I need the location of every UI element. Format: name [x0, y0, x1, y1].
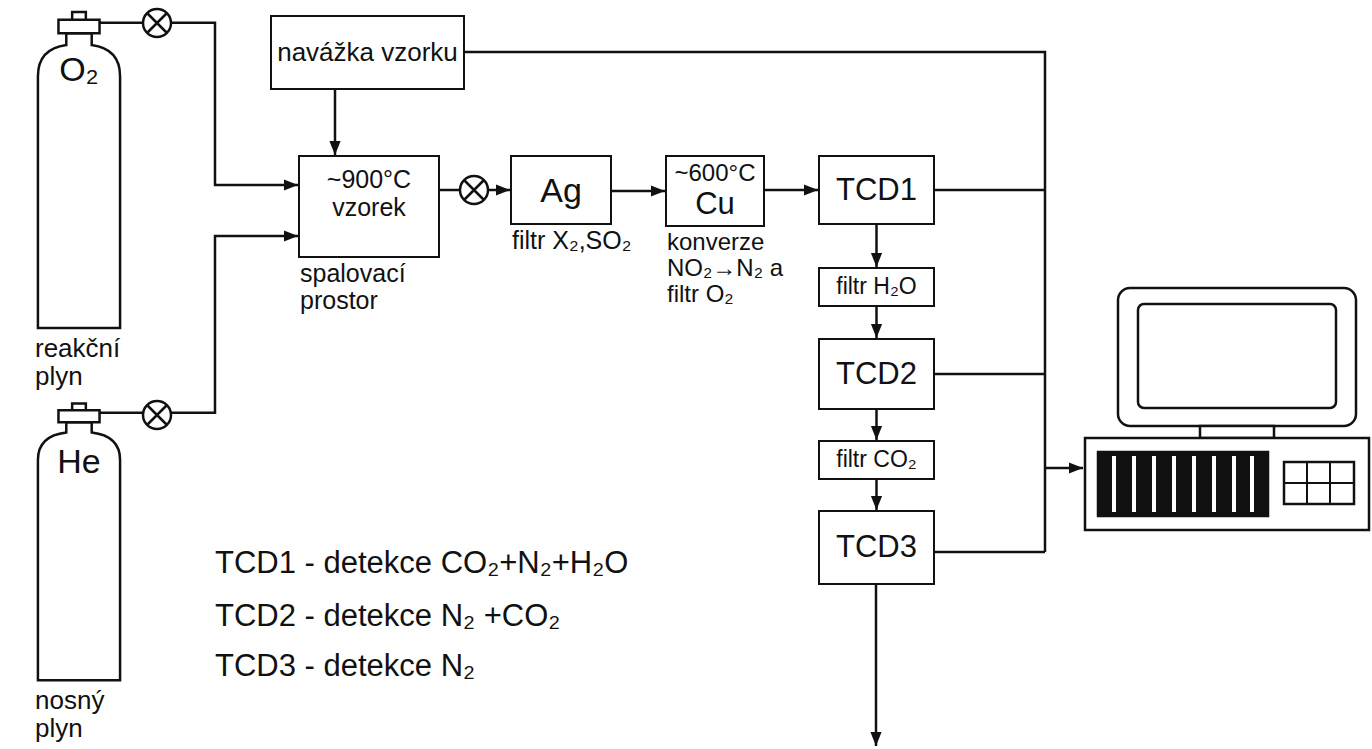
flow-arrow [765, 189, 818, 192]
signal-wire [935, 189, 1045, 192]
filter-box: filtr H₂O [818, 267, 935, 307]
filter-box: filtr CO₂ [818, 440, 935, 480]
caption-text: konverze NO₂→N₂ a filtr O₂ [667, 229, 799, 307]
flow-arrow [100, 23, 298, 185]
exhaust-arrow [875, 585, 878, 746]
detector-note: TCD1 - detekce CO₂+N₂+H₂O [215, 545, 628, 581]
sample-box: navážka vzorku [270, 15, 465, 90]
detector-note: TCD3 - detekce N₂ [215, 648, 475, 684]
caption-text: spalovací prostor [300, 260, 450, 314]
node-body: O₂ [35, 8, 123, 330]
reduction-box: ~600°CCukonverze NO₂→N₂ a filtr O₂ [665, 155, 765, 227]
node-body: Ag [512, 157, 610, 223]
caption-text: nosný plyn [35, 686, 147, 742]
gas-cylinder: Henosný plyn [35, 400, 123, 682]
node-label: filtr CO₂ [836, 447, 916, 473]
node-label: filtr H₂O [836, 274, 916, 300]
node-label: O₂ [59, 50, 99, 88]
node-caption: filtr X₂,SO₂ [512, 227, 637, 254]
filter-box: Agfiltr X₂,SO₂ [510, 155, 612, 225]
node-body: TCD3 [820, 512, 933, 583]
node-caption: nosný plyn [35, 686, 147, 742]
node-caption: reakční plyn [35, 334, 147, 390]
node-label: Cu [695, 187, 735, 222]
node-label: TCD2 [836, 357, 917, 392]
detector-box: TCD2 [818, 338, 935, 410]
flow-arrow [875, 480, 878, 510]
detector-box: TCD3 [818, 510, 935, 585]
valve-symbol [460, 176, 488, 204]
node-body: TCD1 [820, 157, 933, 223]
flow-arrow [875, 410, 878, 440]
signal-wire [935, 373, 1045, 376]
node-label: TCD1 [836, 173, 917, 208]
caption-text: reakční plyn [35, 334, 147, 390]
flow-arrow [100, 236, 298, 413]
node-label: ~900°C [327, 165, 411, 193]
computer-icon [1085, 288, 1369, 530]
gas-cylinder: O₂reakční plyn [35, 8, 123, 330]
node-body: filtr H₂O [820, 269, 933, 305]
node-caption: konverze NO₂→N₂ a filtr O₂ [667, 229, 799, 307]
node-label: vzorek [332, 193, 406, 221]
node-label: He [57, 442, 100, 480]
signal-wire [395, 52, 1045, 552]
node-body: ~600°CCu [667, 157, 763, 225]
flow-arrow [612, 190, 665, 193]
node-caption: spalovací prostor [300, 260, 450, 314]
node-body: He [35, 400, 123, 682]
node-body: navážka vzorku [272, 17, 463, 88]
node-label: navážka vzorku [277, 38, 458, 67]
node-label: Ag [540, 171, 582, 209]
detector-box: TCD1 [818, 155, 935, 225]
caption-text: filtr X₂,SO₂ [512, 227, 637, 254]
detector-note: TCD2 - detekce N₂ +CO₂ [215, 598, 560, 634]
flow-arrow [875, 307, 878, 338]
node-body: filtr CO₂ [820, 442, 933, 478]
valve-symbol [143, 401, 171, 429]
signal-arrow [1045, 467, 1083, 470]
node-label: ~600°C [675, 160, 756, 187]
node-body: ~900°Cvzorek [300, 157, 438, 256]
signal-wire [935, 551, 1045, 554]
flow-arrow [875, 225, 878, 267]
node-label: TCD3 [836, 530, 917, 565]
flow-arrow [334, 90, 337, 155]
combustion-box: ~900°Cvzorekspalovací prostor [298, 155, 440, 258]
valve-symbol [143, 9, 171, 37]
node-body: TCD2 [820, 340, 933, 408]
